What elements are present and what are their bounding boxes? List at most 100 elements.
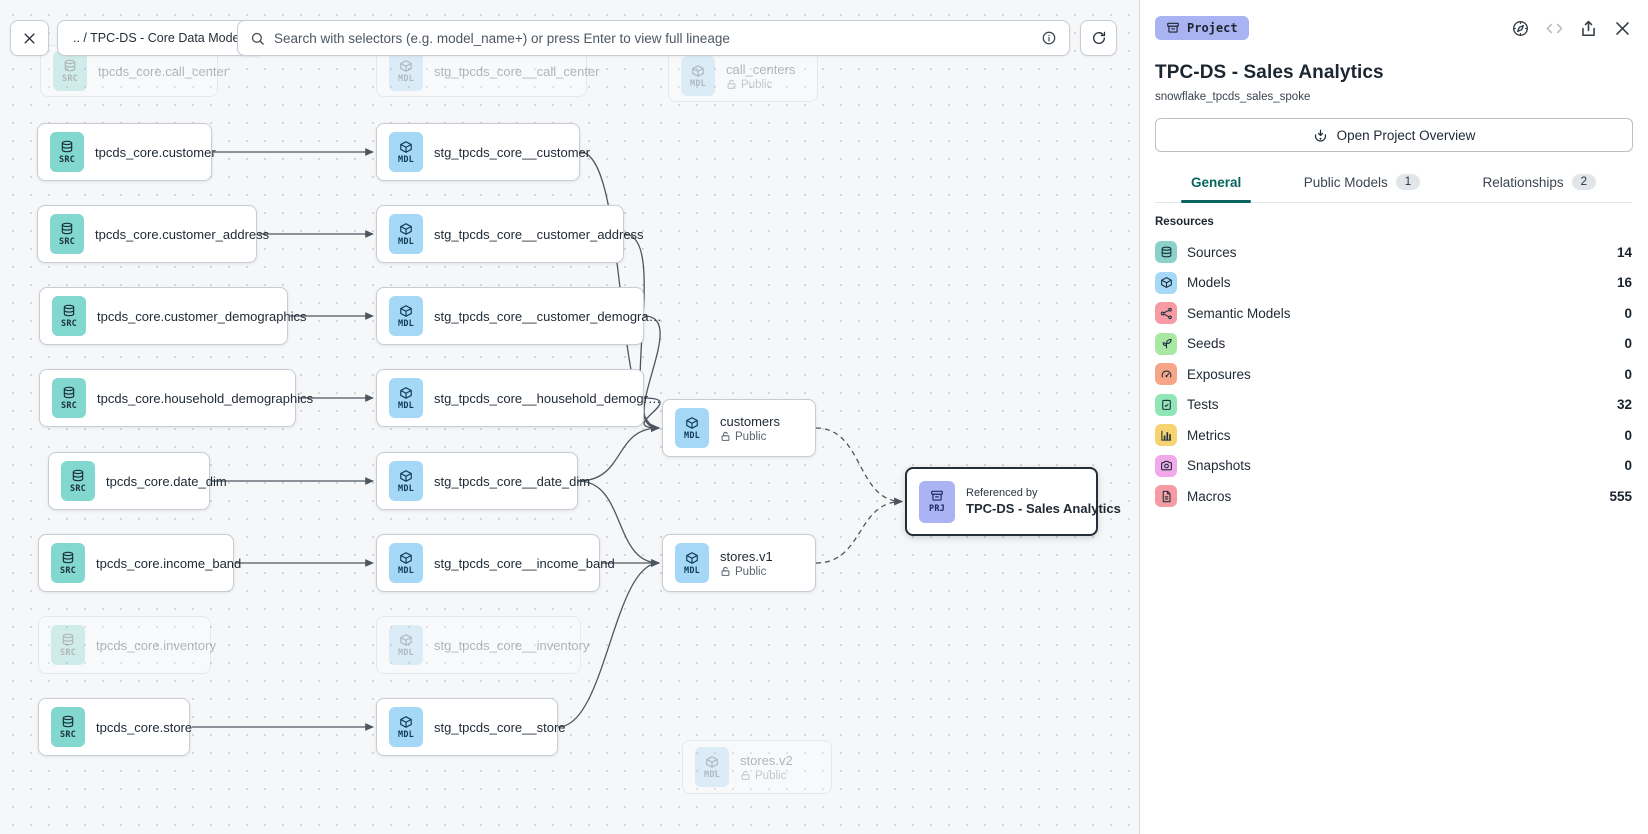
- project-badge-label: Project: [1187, 21, 1238, 35]
- node-label: tpcds_core.customer_address: [95, 226, 270, 242]
- tab-relationships[interactable]: Relationships 2: [1473, 168, 1606, 202]
- public-badge: Public: [720, 431, 780, 443]
- lineage-compass-icon[interactable]: [1511, 19, 1530, 38]
- resource-label: Exposures: [1187, 366, 1251, 382]
- resource-count: 16: [1616, 275, 1632, 291]
- resource-label: Macros: [1187, 488, 1232, 504]
- tab-general[interactable]: General: [1181, 168, 1252, 203]
- src-type-icon: SRC: [52, 296, 86, 336]
- tab-count-badge: 1: [1395, 174, 1421, 190]
- lineage-edge: [577, 424, 660, 482]
- close-lineage-button[interactable]: [10, 20, 49, 56]
- public-access-label: Public: [755, 769, 787, 782]
- project-icon: [1167, 22, 1179, 33]
- node-label: tpcds_core.call_center: [98, 63, 229, 79]
- close-panel-icon[interactable]: [1613, 19, 1632, 38]
- refresh-lineage-button[interactable]: [1080, 20, 1117, 56]
- node-label: stg_tpcds_core__date_dim: [434, 473, 591, 489]
- search-input[interactable]: [274, 30, 1032, 46]
- mdl-type-icon: MDL: [389, 461, 423, 501]
- mdl-type-icon: MDL: [389, 543, 423, 583]
- open-project-overview-button[interactable]: Open Project Overview: [1155, 118, 1633, 152]
- tab-label: Relationships: [1482, 174, 1564, 190]
- node-label: stg_tpcds_core__customer: [434, 144, 591, 160]
- node-label: stores.v2: [740, 752, 793, 768]
- seed-icon: [1155, 332, 1177, 355]
- resource-count: 32: [1616, 397, 1632, 413]
- node-label: tpcds_core.household_demographics: [97, 390, 314, 406]
- node-label: tpcds_core.store: [96, 719, 193, 735]
- semantic-icon: [1155, 302, 1177, 325]
- lineage-edge: [643, 397, 661, 432]
- info-icon[interactable]: [1041, 30, 1057, 46]
- public-badge: Public: [740, 770, 793, 782]
- tab-count-badge: 2: [1571, 174, 1596, 190]
- share-icon[interactable]: [1579, 19, 1598, 38]
- mdl-type-icon: MDL: [389, 132, 423, 172]
- lineage-edge: [577, 480, 660, 567]
- file-icon: [1155, 485, 1177, 508]
- clipboard-icon: [1155, 393, 1177, 416]
- node-label: stg_tpcds_core__household_demogr…: [434, 390, 661, 406]
- node-label: tpcds_core.inventory: [96, 637, 216, 653]
- barchart-icon: [1155, 424, 1177, 447]
- cross-project-edge: [815, 427, 903, 506]
- project-detail-panel: Project TPC-DS - Sales Analytics snowfla…: [1139, 0, 1648, 834]
- camera-icon: [1155, 454, 1177, 477]
- resource-count: 0: [1624, 366, 1632, 382]
- mdl-type-icon: MDL: [695, 747, 729, 787]
- code-icon: [1545, 19, 1564, 38]
- project-subtitle: snowflake_tpcds_sales_spoke: [1155, 91, 1311, 103]
- resource-count: 14: [1616, 244, 1632, 260]
- cube-icon: [1155, 271, 1177, 294]
- public-badge: Public: [726, 79, 795, 91]
- public-access-label: Public: [735, 430, 767, 443]
- node-label: stg_tpcds_core__call_center: [434, 63, 600, 79]
- node-label: TPC-DS - Sales Analytics: [966, 501, 1121, 516]
- lineage-edges: [192, 148, 903, 731]
- graph-node-stg-tpcds-core-date-dim[interactable]: MDL stg_tpcds_core__date_dim: [376, 452, 591, 510]
- mdl-type-icon: MDL: [389, 214, 423, 254]
- graph-node-tpcds-core.household-demographics[interactable]: SRC tpcds_core.household_demographics: [39, 369, 314, 427]
- lineage-edge: [557, 559, 660, 728]
- src-type-icon: SRC: [61, 461, 95, 501]
- resources-heading: Resources: [1155, 216, 1214, 228]
- src-type-icon: SRC: [52, 378, 86, 418]
- breadcrumb[interactable]: .. / TPC-DS - Core Data Models: [57, 20, 265, 56]
- lineage-search: [237, 20, 1070, 56]
- resource-label: Tests: [1187, 397, 1219, 413]
- graph-node-stg-tpcds-core-customer[interactable]: MDL stg_tpcds_core__customer: [376, 123, 591, 181]
- search-icon: [251, 32, 264, 45]
- resource-label: Snapshots: [1187, 458, 1251, 474]
- node-label: tpcds_core.income_band: [96, 555, 242, 571]
